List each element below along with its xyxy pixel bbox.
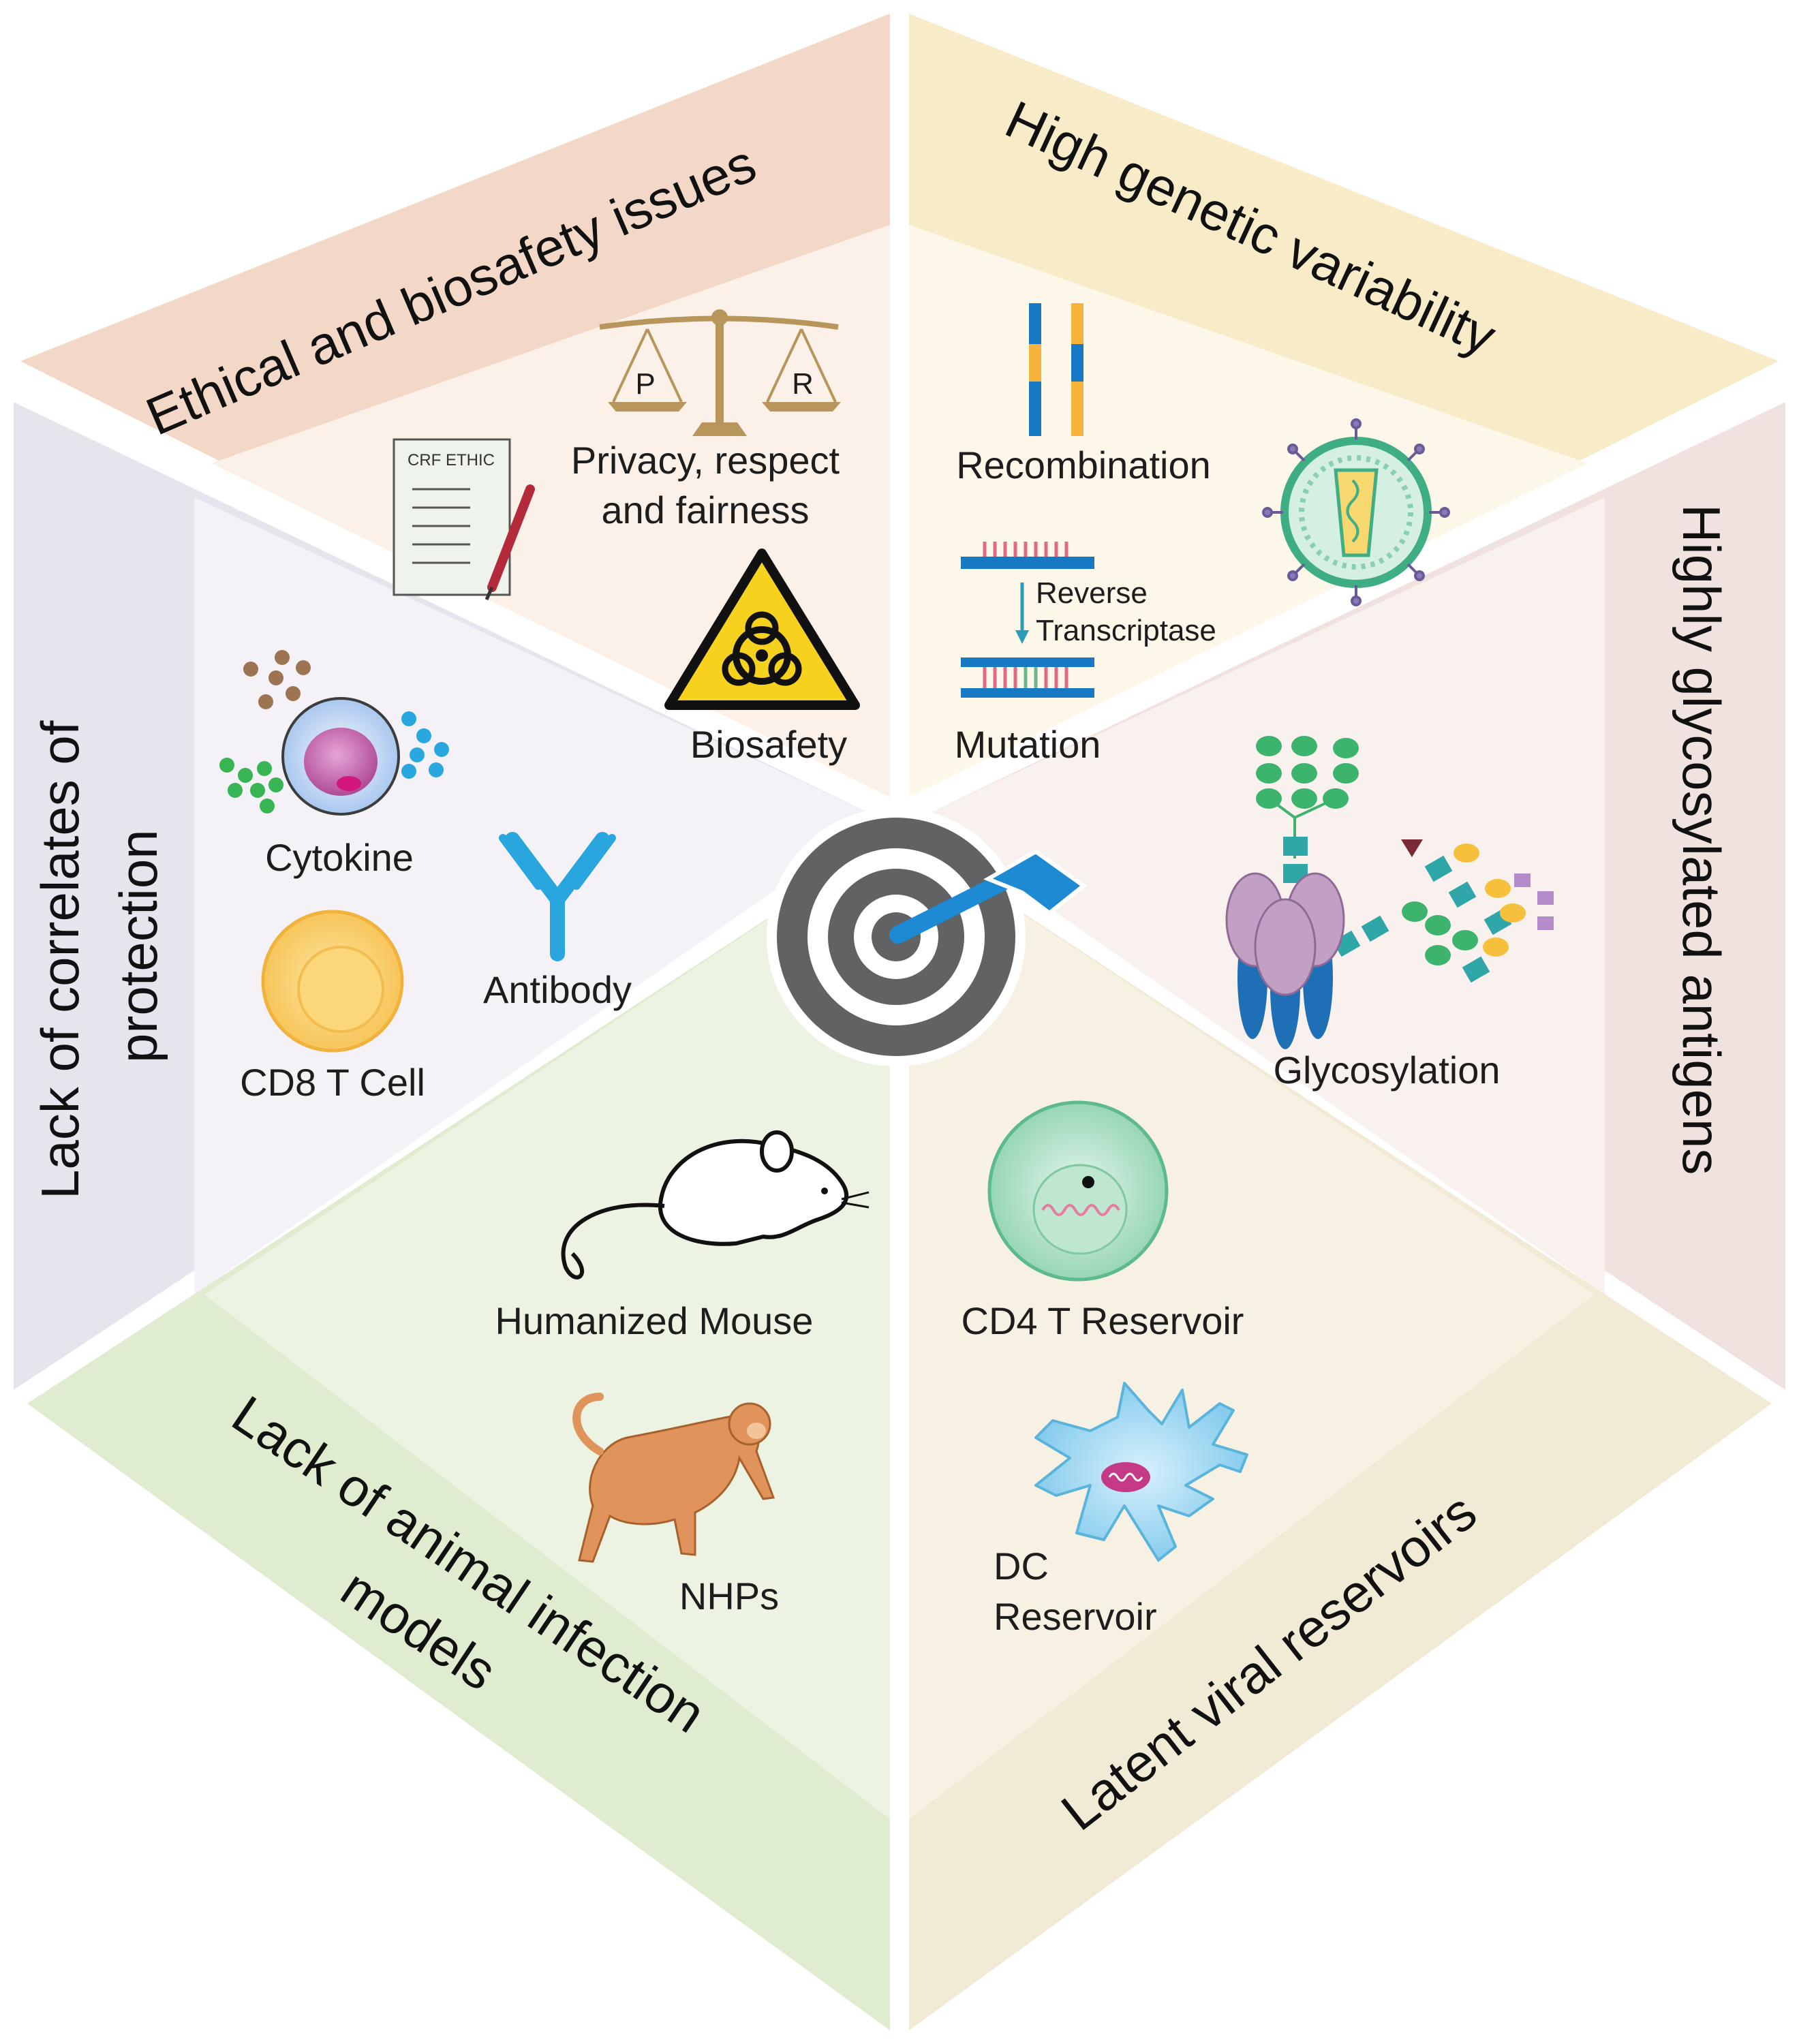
privacy-label-line1: Privacy, respect (571, 439, 840, 482)
dna-strand-top-icon (961, 542, 1094, 569)
pen-icon (485, 484, 535, 601)
virus-icon (1262, 418, 1450, 606)
dc-label-line1: DC (994, 1545, 1049, 1588)
biosafety-label: Biosafety (690, 723, 847, 766)
title-glyco: Highly glycosylated antigens (1672, 504, 1732, 1175)
mouse-label: Humanized Mouse (495, 1299, 814, 1342)
segment-latent-inner (909, 838, 1595, 1819)
dc-label-line2: Reservoir (994, 1595, 1157, 1638)
cd8-cell-icon (261, 910, 404, 1053)
cd8-label: CD8 T Cell (240, 1061, 425, 1104)
arrow-down-icon (1015, 583, 1029, 644)
reverse-label-line2: Transcriptase (1036, 614, 1216, 647)
mouse-icon (561, 1130, 870, 1280)
cd4-label: CD4 T Reservoir (962, 1299, 1244, 1342)
segment-animal (27, 838, 890, 2030)
privacy-label-line2: and fairness (601, 489, 809, 531)
document-label: CRF ETHIC (408, 451, 495, 469)
segment-correlates (14, 402, 879, 1390)
document-icon (393, 438, 511, 596)
dendritic-cell-icon (1034, 1382, 1248, 1562)
reverse-label-line1: Reverse (1036, 576, 1148, 610)
title-correlates-line1: Lack of correlates of (30, 720, 90, 1199)
glycosylation-label: Glycosylation (1273, 1049, 1500, 1091)
mutation-label: Mutation (955, 723, 1101, 766)
recombination-label: Recombination (956, 444, 1211, 486)
biohazard-icon (664, 548, 860, 710)
nhp-label: NHPs (679, 1575, 779, 1617)
glycoprotein-icon (1225, 736, 1554, 1049)
cytokine-cell-icon (219, 650, 449, 816)
cytokine-label: Cytokine (265, 836, 414, 879)
monkey-icon (572, 1393, 775, 1563)
cd4-cell-icon (987, 1100, 1169, 1282)
segment-correlates-inner (194, 497, 879, 1295)
scale-right-label: R (792, 367, 814, 401)
dna-double-strand-icon (961, 657, 1094, 698)
scale-icon (599, 309, 841, 436)
antibody-label: Antibody (483, 968, 632, 1011)
segment-animal-inner (204, 838, 890, 1819)
chromosome-icon (1029, 303, 1083, 436)
dart-arrow-icon (889, 849, 1087, 944)
scale-left-label: P (635, 367, 655, 401)
title-correlates-line2: protection (108, 829, 168, 1063)
antibody-icon (499, 832, 616, 961)
